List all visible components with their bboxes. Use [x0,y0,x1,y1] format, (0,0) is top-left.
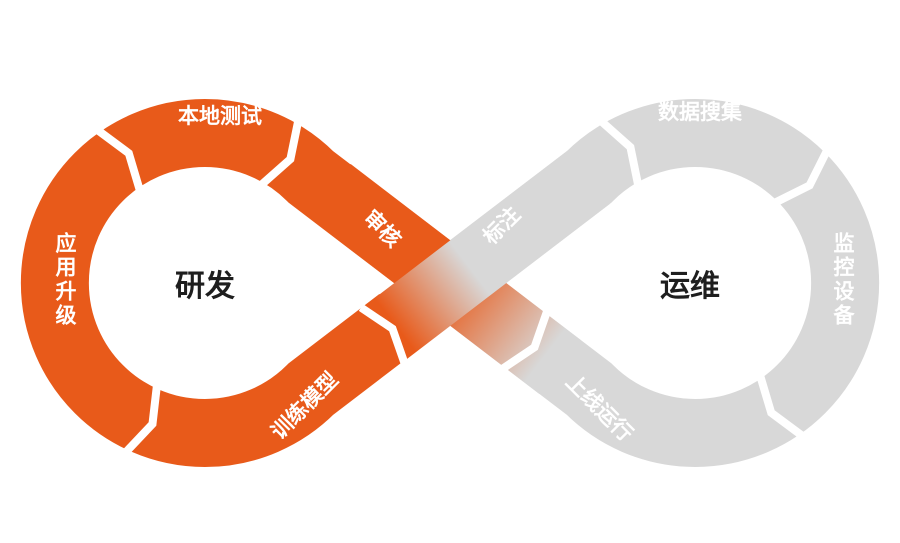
dev-title: 研发 [175,269,235,304]
ops-title: 运维 [660,269,720,304]
dev-loop [20,99,471,467]
segment-separator [358,304,409,366]
segment-separator [259,121,302,188]
ops-step-data-collection: 数据搜集 [658,100,742,124]
segment-separator [756,375,805,439]
segment-separator [599,118,642,186]
ops-step-monitor-devices: 监控设备 [831,232,855,328]
segment-separator [500,310,551,372]
ops-loop [429,99,880,467]
dev-step-app-upgrade: 应用升级 [53,232,77,328]
segment-separator [123,385,161,455]
ops-to-dev-band [364,149,610,361]
dev-step-local-test: 本地测试 [178,104,262,128]
segment-separator [95,127,144,191]
segment-separator [773,149,831,206]
